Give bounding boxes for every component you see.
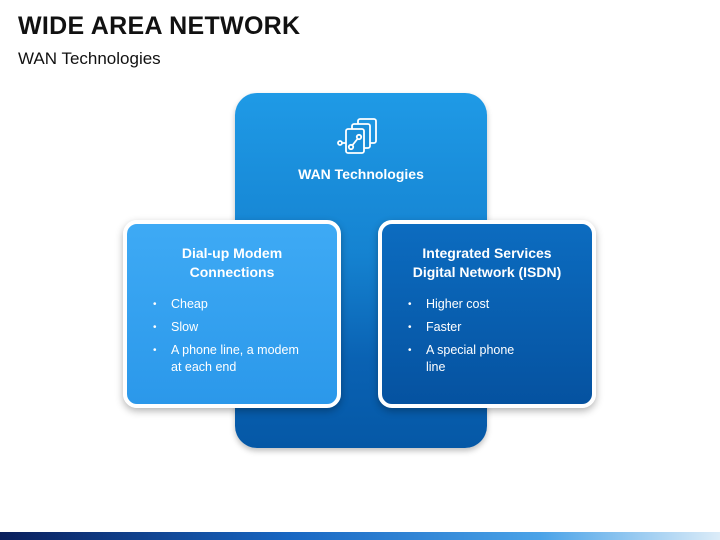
dialup-bullet-list: •Cheap •Slow •A phone line, a modem at e…: [127, 296, 337, 376]
isdn-title-line1: Integrated Services: [422, 245, 552, 261]
list-item: •Cheap: [153, 297, 208, 311]
bullet-text: Slow: [171, 320, 199, 334]
bullet-text: A phone line, a modem at each end: [171, 343, 299, 374]
slide-title: WIDE AREA NETWORK: [18, 12, 301, 40]
dialup-card: Dial-up Modem Connections •Cheap •Slow •…: [123, 220, 341, 408]
slide-subtitle: WAN Technologies: [18, 49, 161, 68]
bullet-text: Higher cost: [426, 297, 490, 311]
center-label: WAN Technologies: [298, 166, 424, 182]
dialup-card-title: Dial-up Modem Connections: [127, 244, 337, 282]
dialup-title-line1: Dial-up Modem: [181, 245, 283, 261]
list-item: •A phone line, a modem at each end: [153, 343, 299, 374]
bullet-text: A special phone line: [426, 343, 515, 374]
isdn-title-line2: Digital Network (ISDN): [412, 264, 562, 280]
list-item: •Faster: [408, 320, 462, 334]
bottom-accent-band: [0, 532, 720, 540]
bullet-text: Cheap: [171, 297, 208, 311]
dialup-title-line2: Connections: [189, 264, 275, 280]
list-item: •Slow: [153, 320, 199, 334]
isdn-bullet-list: •Higher cost •Faster •A special phone li…: [382, 296, 592, 376]
network-documents-icon: [337, 118, 377, 154]
bullet-text: Faster: [426, 320, 462, 334]
isdn-card: Integrated Services Digital Network (ISD…: [378, 220, 596, 408]
list-item: •Higher cost: [408, 297, 490, 311]
list-item: •A special phone line: [408, 343, 515, 374]
isdn-card-title: Integrated Services Digital Network (ISD…: [382, 244, 592, 282]
